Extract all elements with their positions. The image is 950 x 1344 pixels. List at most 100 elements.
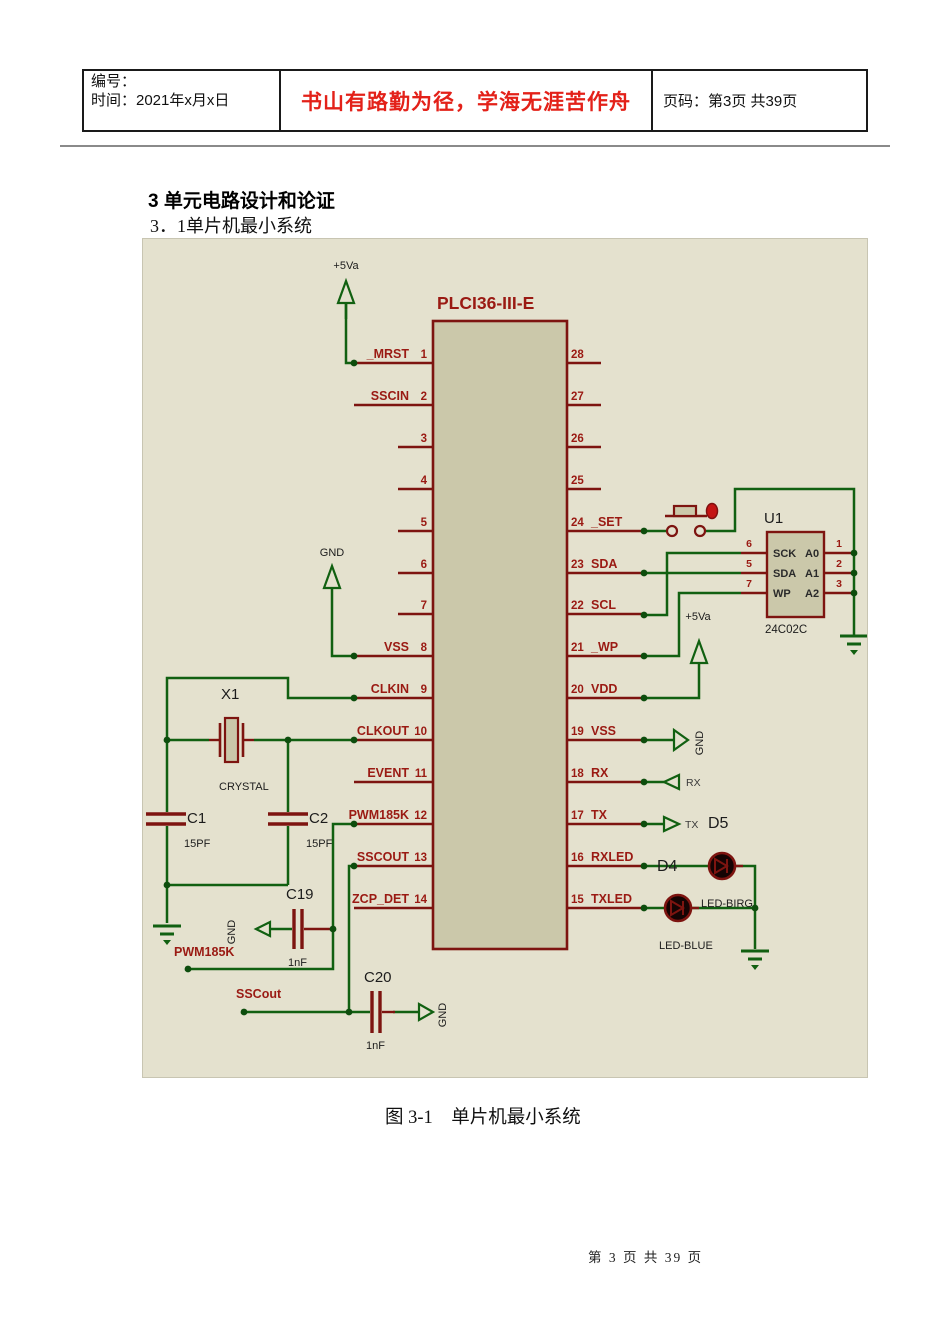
pin-number: 1 — [421, 349, 428, 361]
wire — [644, 551, 741, 617]
header-number-label: 编号： — [91, 73, 137, 90]
part-ref: D4 — [657, 858, 678, 875]
pin-label: SCL — [591, 598, 616, 612]
junction-dot — [240, 1008, 248, 1016]
pin-number: 17 — [571, 810, 584, 822]
junction-dot — [284, 736, 292, 744]
part-value: 1nF — [366, 1040, 385, 1052]
junction-dot — [345, 1008, 353, 1016]
pin-label: _MRST — [366, 347, 410, 361]
power-label: +5Va — [333, 260, 359, 272]
led-diode-icon — [670, 899, 685, 917]
pin-number: 21 — [571, 642, 584, 654]
led-body — [663, 893, 693, 923]
terminal-label: TX — [685, 819, 698, 831]
pin-label: _WP — [590, 640, 618, 654]
wire — [188, 822, 354, 971]
header-cell-page: 页码：第3页 共39页 — [653, 71, 866, 130]
junction-dot — [640, 611, 648, 619]
junction-dot — [640, 652, 648, 660]
header-cell-motto: 书山有路勤为径，学海无涯苦作舟 — [281, 71, 653, 130]
junction-dot — [640, 694, 648, 702]
header-cell-number: 编号： 时间：2021年x月x日 — [84, 71, 281, 130]
pin-name: A2 — [805, 588, 819, 600]
pin-label: SDA — [591, 557, 617, 571]
section-heading: 3 单元电路设计和论证 — [148, 191, 335, 212]
power-label: +5Va — [685, 611, 711, 623]
pin-label: ZCP_DET — [352, 892, 409, 906]
pin-number: 12 — [414, 810, 427, 822]
button-actuator — [705, 502, 719, 520]
part-ref: C20 — [364, 969, 392, 986]
pin-number: 19 — [571, 726, 584, 738]
header-time-label: 时间：2021年x月x日 — [91, 91, 230, 109]
pin-number: 8 — [421, 642, 428, 654]
junction-dot — [640, 904, 648, 912]
junction-dot — [163, 736, 171, 744]
rx-terminal-arrow — [661, 773, 681, 791]
pin-number: 3 — [836, 578, 842, 590]
wire — [644, 663, 701, 700]
pin-number: 5 — [746, 558, 752, 570]
wire — [644, 591, 741, 658]
gnd-terminal-arrow — [253, 920, 272, 938]
pin-number: 27 — [571, 391, 584, 403]
terminal-label: RX — [686, 777, 701, 789]
pin-number: 6 — [421, 559, 427, 571]
junction-dot — [350, 652, 358, 660]
pin-label: EVENT — [367, 766, 409, 780]
part-ref: C19 — [286, 886, 314, 903]
junction-dot — [329, 925, 337, 933]
pin-name: SDA — [773, 568, 796, 580]
pin-label: TXLED — [591, 892, 632, 906]
pin-label: VDD — [591, 682, 617, 696]
main-chip-body — [431, 319, 569, 951]
junction-dot — [163, 881, 171, 889]
part-value: CRYSTAL — [219, 781, 269, 793]
part-value: 24C02C — [765, 624, 807, 636]
part-value: 15PF — [184, 838, 211, 850]
page-number-footer: 第 3 页 共 39 页 — [588, 1250, 704, 1265]
part-ref: X1 — [221, 686, 239, 703]
junction-dot — [850, 549, 858, 557]
pin-label: _SET — [590, 515, 623, 529]
pin-label: CLKOUT — [357, 724, 409, 738]
pin-label: RXLED — [591, 850, 633, 864]
button-terminal — [665, 524, 679, 538]
wire — [330, 588, 354, 658]
pin-number: 28 — [571, 349, 584, 361]
header-table: 编号： 时间：2021年x月x日 书山有路勤为径，学海无涯苦作舟 页码：第3页 … — [82, 69, 868, 132]
header-motto-text: 书山有路勤为径，学海无涯苦作舟 — [301, 90, 631, 114]
pin-name: SCK — [773, 548, 796, 560]
pin-number: 20 — [571, 684, 584, 696]
pin-number: 25 — [571, 475, 584, 487]
section-subheading: 3．1单片机最小系统 — [150, 216, 312, 236]
pin-label: VSS — [384, 640, 409, 654]
button-cap — [672, 504, 698, 518]
pin-number: 24 — [571, 517, 584, 529]
pin-number: 5 — [421, 517, 428, 529]
button-terminal — [693, 524, 707, 538]
pin-name: WP — [773, 588, 791, 600]
junction-dot — [350, 694, 358, 702]
power-arrow — [322, 562, 342, 590]
pin-number: 6 — [746, 538, 752, 550]
gnd-terminal-label: GND — [694, 731, 706, 756]
figure-caption: 图 3-1 单片机最小系统 — [385, 1108, 581, 1128]
pin-number: 18 — [571, 768, 584, 780]
pin-number: 14 — [414, 894, 427, 906]
junction-dot — [640, 820, 648, 828]
pin-label: VSS — [591, 724, 616, 738]
part-ref: C2 — [309, 810, 328, 827]
junction-dot — [640, 778, 648, 786]
pin-name: A0 — [805, 548, 819, 560]
part-value: LED-BIRG — [701, 898, 753, 910]
junction-dot — [640, 862, 648, 870]
tx-terminal-arrow — [662, 815, 682, 833]
part-value: 15PF — [306, 838, 333, 850]
led-body — [707, 851, 737, 881]
junction-dot — [350, 820, 358, 828]
power-arrow — [336, 277, 356, 305]
